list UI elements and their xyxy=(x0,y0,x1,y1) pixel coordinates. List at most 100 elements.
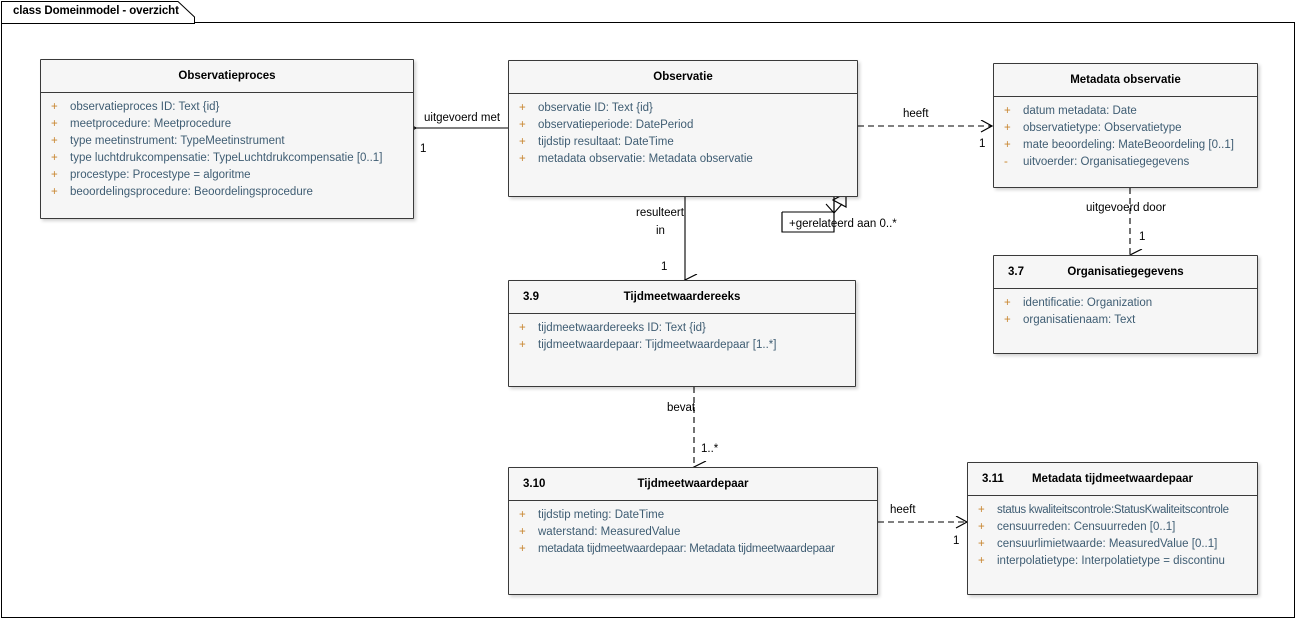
class-number-tijdmeetwaardepaar: 3.10 xyxy=(523,478,546,490)
attribute-row: + censuurlimietwaarde: MeasuredValue [0.… xyxy=(968,536,1257,553)
class-number-metadata-tijdmeetwaardepaar: 3.11 xyxy=(982,473,1004,485)
attribute-row: + status kwaliteitscontrole:StatusKwalit… xyxy=(968,502,1257,519)
attribute-text: meetprocedure: Meetprocedure xyxy=(70,118,232,130)
attribute-row: + tijdmeetwaardereeks ID: Text {id} xyxy=(509,320,855,337)
attribute-text: metadata tijdmeetwaardepaar: Metadata ti… xyxy=(538,543,835,555)
attribute-text: type meetinstrument: TypeMeetinstrument xyxy=(70,135,285,147)
connector-mult-bevat: 1..* xyxy=(701,443,719,455)
attribute-text: status kwaliteitscontrole:StatusKwalitei… xyxy=(997,504,1229,516)
attribute-text: type luchtdrukcompensatie: TypeLuchtdruk… xyxy=(70,152,383,164)
attribute-row: + metadata observatie: Metadata observat… xyxy=(509,151,857,168)
attribute-text: uitvoerder: Organisatiegegevens xyxy=(1023,156,1190,168)
class-box-metadata-observatie[interactable]: Metadata observatie + datum metadata: Da… xyxy=(993,63,1258,188)
class-box-observatie[interactable]: Observatie + observatie ID: Text {id} + … xyxy=(508,60,858,197)
attribute-row: + metadata tijdmeetwaardepaar: Metadata … xyxy=(509,541,877,558)
class-box-observatieproces[interactable]: Observatieproces + observatieproces ID: … xyxy=(40,59,414,219)
class-title-organisatiegegevens: Organisatiegegevens xyxy=(1067,266,1184,278)
class-attributes-observatieproces: + observatieproces ID: Text {id} + meetp… xyxy=(41,93,413,207)
attribute-visibility: + xyxy=(51,101,58,113)
connector-mult-heeft-tijdmeetwaardepaar: 1 xyxy=(953,535,960,547)
attribute-row: - uitvoerder: Organisatiegegevens xyxy=(994,154,1257,171)
attribute-row: + observatieperiode: DatePeriod xyxy=(509,117,857,134)
class-title-metadata-observatie: Metadata observatie xyxy=(1070,74,1181,86)
connector-label-resulteert: resulteert xyxy=(636,207,684,219)
attribute-visibility: + xyxy=(1004,105,1011,117)
attribute-visibility: + xyxy=(1004,297,1011,309)
class-box-tijdmeetwaardepaar[interactable]: 3.10 Tijdmeetwaardepaar + tijdstip metin… xyxy=(508,467,878,595)
attribute-row: + datum metadata: Date xyxy=(994,103,1257,120)
class-header-tijdmeetwaardereeks: 3.9 Tijdmeetwaardereeks xyxy=(509,281,855,314)
diagram-frame xyxy=(1,22,1295,618)
attribute-text: organisatienaam: Text xyxy=(1023,314,1136,326)
attribute-text: tijdstip resultaat: DateTime xyxy=(538,136,674,148)
class-header-observatie: Observatie xyxy=(509,61,857,94)
attribute-visibility: - xyxy=(1004,156,1008,168)
class-header-metadata-observatie: Metadata observatie xyxy=(994,64,1257,97)
class-number-tijdmeetwaardereeks: 3.9 xyxy=(523,291,539,303)
connector-mult-uitgevoerd-door: 1 xyxy=(1139,231,1146,243)
connector-label-uitgevoerd-met: uitgevoerd met xyxy=(424,112,501,124)
class-header-observatieproces: Observatieproces xyxy=(41,60,413,93)
connector-label-gerelateerd-aan: +gerelateerd aan 0..* xyxy=(789,218,897,230)
attribute-visibility: + xyxy=(519,102,526,114)
class-box-metadata-tijdmeetwaardepaar[interactable]: 3.11 Metadata tijdmeetwaardepaar + statu… xyxy=(967,462,1258,595)
attribute-visibility: + xyxy=(519,322,526,334)
class-header-metadata-tijdmeetwaardepaar: 3.11 Metadata tijdmeetwaardepaar xyxy=(968,463,1257,496)
attribute-visibility: + xyxy=(519,153,526,165)
attribute-visibility: + xyxy=(978,504,985,516)
attribute-visibility: + xyxy=(519,543,526,555)
diagram-frame-tab: class Domeinmodel - overzicht xyxy=(1,1,195,24)
attribute-visibility: + xyxy=(51,118,58,130)
attribute-text: identificatie: Organization xyxy=(1023,297,1153,309)
attribute-row: + identificatie: Organization xyxy=(994,295,1257,312)
attribute-text: observatietype: Observatietype xyxy=(1023,122,1182,134)
class-attributes-observatie: + observatie ID: Text {id} + observatiep… xyxy=(509,94,857,174)
class-attributes-tijdmeetwaardepaar: + tijdstip meting: DateTime + waterstand… xyxy=(509,501,877,564)
attribute-visibility: + xyxy=(978,521,985,533)
class-title-tijdmeetwaardereeks: Tijdmeetwaardereeks xyxy=(623,291,741,303)
class-attributes-organisatiegegevens: + identificatie: Organization + organisa… xyxy=(994,289,1257,335)
attribute-row: + organisatienaam: Text xyxy=(994,312,1257,329)
attribute-visibility: + xyxy=(978,538,985,550)
connector-label-bevat: bevat xyxy=(667,402,696,414)
connector-label-heeft-tijdmeetwaardepaar: heeft xyxy=(890,504,916,516)
attribute-visibility: + xyxy=(1004,314,1011,326)
class-title-observatie: Observatie xyxy=(653,71,713,83)
attribute-text: mate beoordeling: MateBeoordeling [0..1] xyxy=(1023,139,1234,151)
attribute-row: + type luchtdrukcompensatie: TypeLuchtdr… xyxy=(41,150,413,167)
attribute-text: metadata observatie: Metadata observatie xyxy=(538,153,753,165)
attribute-text: observatie ID: Text {id} xyxy=(538,102,653,114)
attribute-visibility: + xyxy=(519,339,526,351)
attribute-visibility: + xyxy=(978,555,985,567)
attribute-text: procestype: Procestype = algoritme xyxy=(70,169,251,181)
class-header-organisatiegegevens: 3.7 Organisatiegegevens xyxy=(994,256,1257,289)
attribute-row: + procestype: Procestype = algoritme xyxy=(41,167,413,184)
attribute-text: tijdmeetwaardepaar: Tijdmeetwaardepaar [… xyxy=(538,339,777,351)
attribute-text: censuurlimietwaarde: MeasuredValue [0..1… xyxy=(997,538,1218,550)
connector-label-in: in xyxy=(656,225,665,237)
connector-mult-resulteert-in: 1 xyxy=(661,261,668,273)
class-box-organisatiegegevens[interactable]: 3.7 Organisatiegegevens + identificatie:… xyxy=(993,255,1258,354)
class-attributes-tijdmeetwaardereeks: + tijdmeetwaardereeks ID: Text {id} + ti… xyxy=(509,314,855,360)
attribute-visibility: + xyxy=(51,135,58,147)
attribute-text: observatieperiode: DatePeriod xyxy=(538,119,694,131)
attribute-row: + observatie ID: Text {id} xyxy=(509,100,857,117)
class-attributes-metadata-tijdmeetwaardepaar: + status kwaliteitscontrole:StatusKwalit… xyxy=(968,496,1257,576)
attribute-row: + beoordelingsprocedure: Beoordelingspro… xyxy=(41,184,413,201)
attribute-text: waterstand: MeasuredValue xyxy=(538,526,681,538)
class-box-tijdmeetwaardereeks[interactable]: 3.9 Tijdmeetwaardereeks + tijdmeetwaarde… xyxy=(508,280,856,387)
attribute-visibility: + xyxy=(519,119,526,131)
attribute-row: + type meetinstrument: TypeMeetinstrumen… xyxy=(41,133,413,150)
connector-mult-heeft-observatie: 1 xyxy=(979,138,986,150)
connector-mult-uitgevoerd-met: 1 xyxy=(420,143,427,155)
attribute-row: + tijdstip resultaat: DateTime xyxy=(509,134,857,151)
attribute-text: interpolatietype: Interpolatietype = dis… xyxy=(997,555,1225,567)
attribute-visibility: + xyxy=(519,509,526,521)
attribute-visibility: + xyxy=(519,136,526,148)
attribute-text: tijdmeetwaardereeks ID: Text {id} xyxy=(538,322,706,334)
class-attributes-metadata-observatie: + datum metadata: Date + observatietype:… xyxy=(994,97,1257,177)
attribute-visibility: + xyxy=(1004,122,1011,134)
attribute-text: tijdstip meting: DateTime xyxy=(538,509,665,521)
attribute-visibility: + xyxy=(519,526,526,538)
